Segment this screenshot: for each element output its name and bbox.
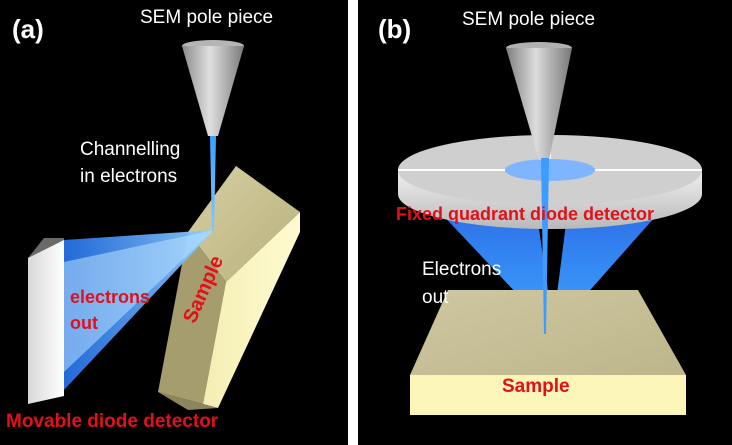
- electrons-out-label-line2: out: [70, 313, 98, 333]
- pole-piece-b: [506, 42, 572, 160]
- electrons-out-label-b-line1: Electrons: [422, 259, 502, 280]
- beam-label-line1: Channelling: [80, 139, 181, 160]
- pole-piece-a: [182, 40, 244, 136]
- electrons-out-label-b-line2: out: [422, 287, 449, 308]
- electrons-out-fan-a: [64, 230, 214, 390]
- quadrant-detector-b: [398, 135, 702, 229]
- detector-label-b: Fixed quadrant diode detector: [396, 204, 655, 224]
- beam-label-line2: in electrons: [80, 166, 178, 187]
- panel-letter-a: (a): [12, 14, 44, 44]
- incident-beam-a: [210, 136, 216, 232]
- sample-label-b: Sample: [502, 376, 570, 397]
- movable-detector-a: [28, 238, 64, 404]
- detector-label-a: Movable diode detector: [6, 411, 219, 432]
- sample-b: [410, 290, 686, 415]
- electrons-out-label-line1: electrons: [70, 287, 151, 307]
- panel-letter-b: (b): [378, 14, 412, 44]
- panel-b: (b) SEM pole piece Fixed quadrant diode …: [358, 0, 732, 445]
- panel-b-illustration: [398, 42, 702, 415]
- incident-beam-b: [541, 158, 549, 334]
- sample-a: [158, 166, 300, 410]
- pole-piece-label-a: SEM pole piece: [140, 7, 274, 28]
- panel-a-illustration: [28, 40, 300, 410]
- pole-piece-label-b: SEM pole piece: [462, 9, 596, 30]
- panel-a: (a) SEM pole piece Channelling in electr…: [0, 0, 348, 445]
